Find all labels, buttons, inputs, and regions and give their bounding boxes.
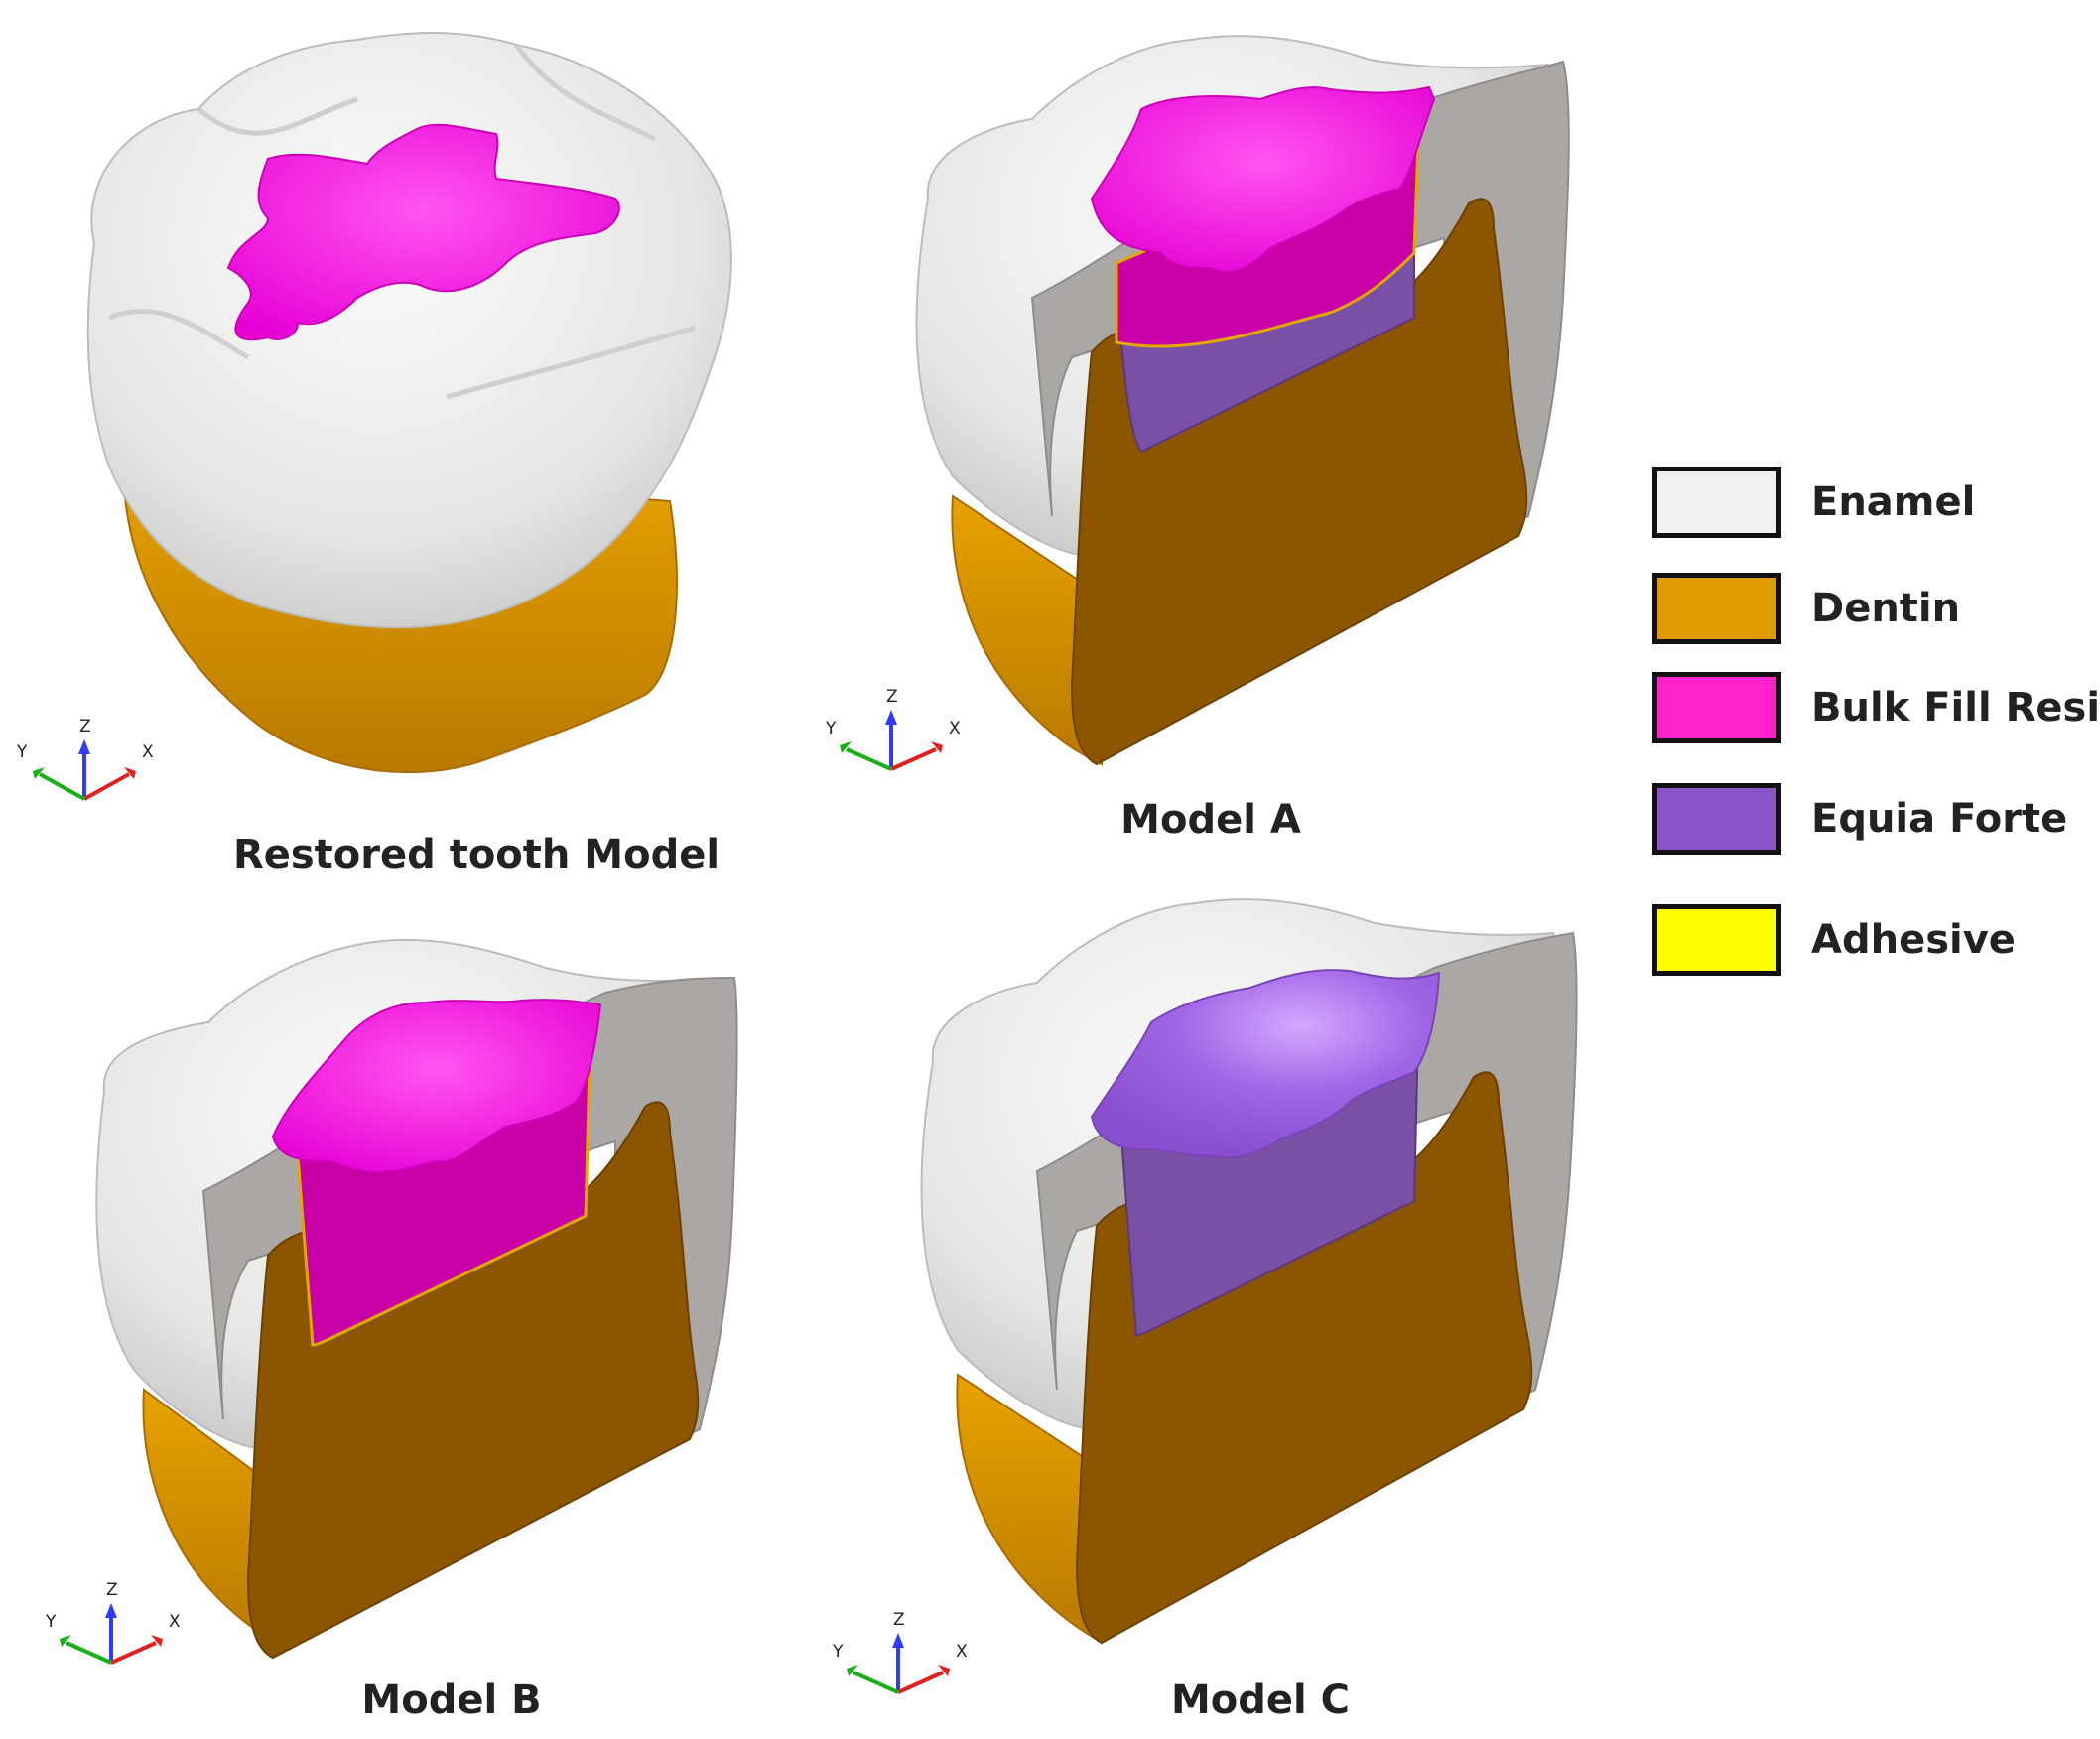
legend-swatch-adhesive (1652, 904, 1781, 976)
legend-item-enamel: Enamel (1652, 463, 1975, 542)
axis-label-x: X (949, 719, 961, 738)
bulk-fill-surface (1090, 85, 1436, 273)
axis-triad-model-c: Z X Y (832, 1610, 968, 1694)
axis-label-y: Y (45, 1612, 57, 1632)
axis-label-z: Z (886, 687, 898, 707)
model-a-tooth (915, 35, 1570, 766)
caption-model-c: Model C (1170, 1677, 1351, 1723)
axis-label-x: X (142, 742, 154, 762)
caption-model-a: Model A (1120, 797, 1301, 843)
legend-swatch-equia-forte (1652, 783, 1781, 855)
axis-triad-model-b: Z X Y (45, 1580, 181, 1665)
cusp-shading (108, 43, 696, 400)
axis-triad-restored: Z X Y (16, 717, 154, 801)
axis-label-z: Z (106, 1580, 118, 1600)
legend-item-equia-forte: Equia Forte (1652, 779, 2067, 859)
legend-label-equia-forte: Equia Forte (1811, 796, 2068, 842)
occlusal-resin-filling (226, 123, 620, 341)
legend-swatch-dentin (1652, 573, 1781, 644)
axis-triad-model-a: Z X Y (825, 687, 961, 771)
axis-label-y: Y (16, 742, 28, 762)
model-c-tooth (920, 898, 1578, 1645)
caption-restored-tooth-model: Restored tooth Model (232, 832, 721, 877)
axis-label-z: Z (893, 1610, 905, 1630)
root-dentin (956, 1373, 1103, 1645)
axis-label-y: Y (832, 1642, 844, 1662)
equia-forte-surface (1090, 969, 1441, 1159)
legend-item-adhesive: Adhesive (1652, 900, 2016, 980)
legend-swatch-enamel (1652, 467, 1781, 538)
legend-label-enamel: Enamel (1811, 479, 1976, 525)
legend-item-dentin: Dentin (1652, 569, 1960, 648)
enamel-crown (86, 32, 732, 629)
legend-label-dentin: Dentin (1811, 586, 1961, 631)
axis-label-x: X (956, 1642, 968, 1662)
axis-label-z: Z (79, 717, 91, 736)
legend-swatch-bulk-fill-resin (1652, 672, 1781, 743)
caption-model-b: Model B (361, 1677, 542, 1723)
bulk-fill-surface (271, 999, 602, 1174)
restored-tooth-model (86, 32, 732, 774)
legend-label-bulk-fill-resin: Bulk Fill Resin (1811, 685, 2100, 731)
legend-label-adhesive: Adhesive (1811, 917, 2016, 963)
legend-item-bulk-fill-resin: Bulk Fill Resin (1652, 668, 2100, 747)
axis-label-x: X (169, 1612, 181, 1632)
model-b-tooth (95, 938, 738, 1660)
axis-label-y: Y (825, 719, 837, 738)
